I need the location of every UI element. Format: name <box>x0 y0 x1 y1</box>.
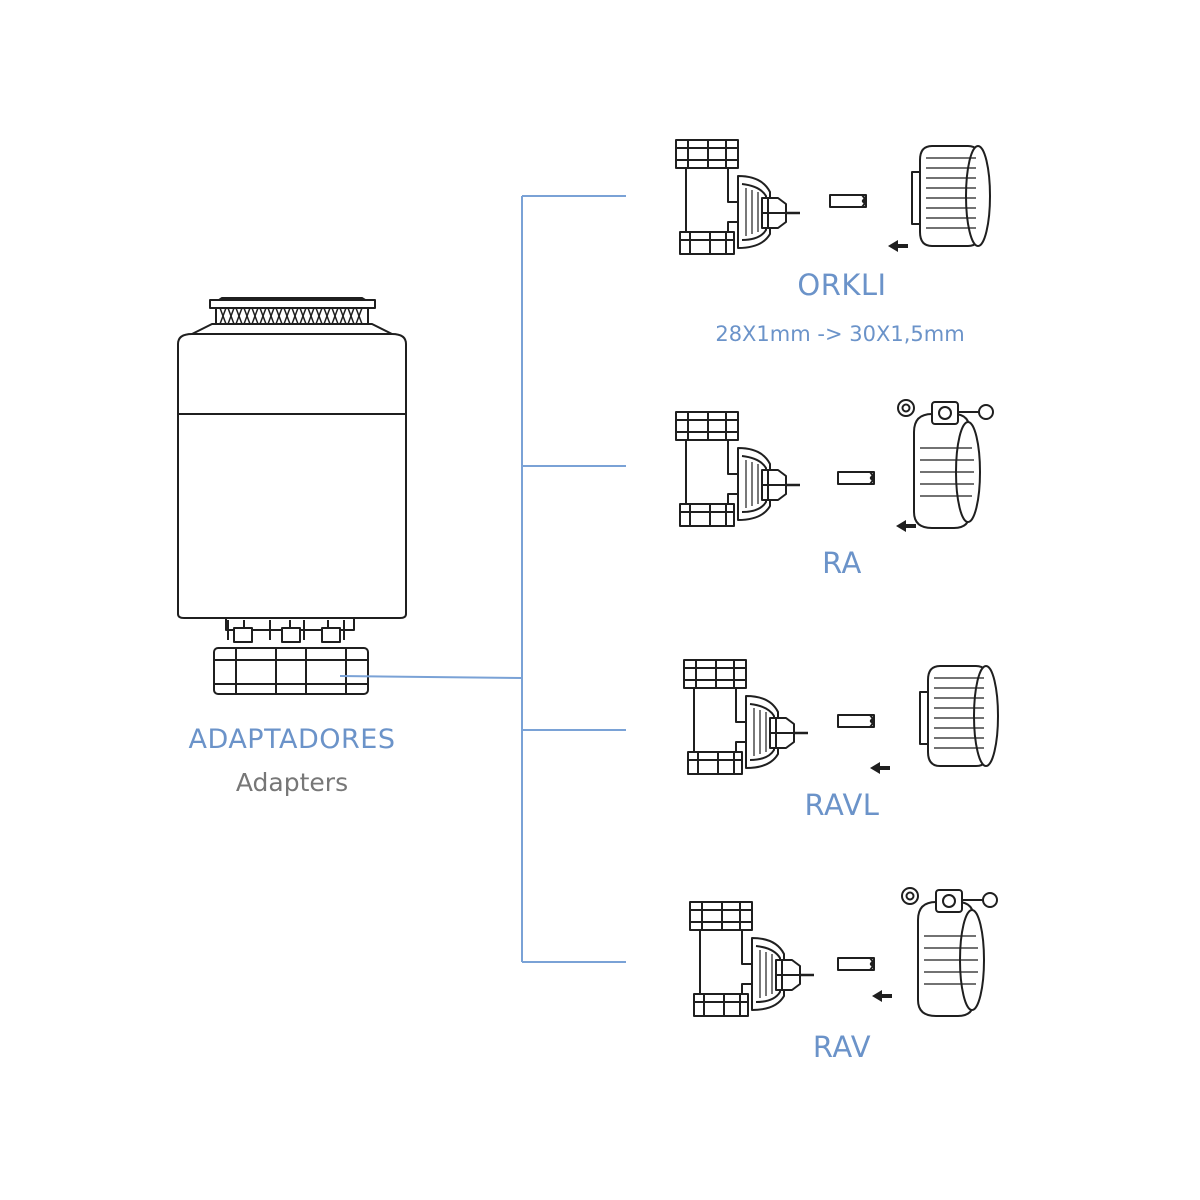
valve-group-rav <box>688 887 998 1018</box>
valve-body-icon <box>688 900 816 1018</box>
pin-icon <box>837 957 875 971</box>
thermostat-actuator-icon <box>177 297 407 695</box>
valve-group-ra <box>674 399 994 533</box>
valve-name-ra: RA <box>822 546 862 580</box>
insert-arrow-icon <box>869 761 891 775</box>
insert-arrow-icon <box>895 519 917 533</box>
adapters-label: ADAPTADORES <box>188 724 396 755</box>
adapters-sublabel: Adapters <box>235 768 349 797</box>
clamp-adapter-icon <box>897 399 994 529</box>
clamp-adapter-icon <box>901 887 998 1017</box>
valve-body-icon <box>674 410 802 528</box>
pin-icon <box>837 714 875 728</box>
valve-name-orkli: ORKLI <box>797 268 887 302</box>
valve-spec-orkli: 28X1mm -> 30X1,5mm <box>715 322 965 346</box>
valve-name-rav: RAV <box>812 1030 872 1064</box>
valve-group-orkli <box>674 138 991 256</box>
valve-group-ravl <box>682 658 999 776</box>
connector-from-thermostat <box>339 675 523 679</box>
insert-arrow-icon <box>887 239 909 253</box>
valve-name-ravl: RAVL <box>804 788 880 822</box>
threaded-ring-adapter-icon <box>919 665 999 767</box>
pin-icon <box>829 194 867 208</box>
threaded-ring-adapter-icon <box>911 145 991 247</box>
valve-body-icon <box>674 138 802 256</box>
insert-arrow-icon <box>871 989 893 1003</box>
pin-icon <box>837 471 875 485</box>
valve-body-icon <box>682 658 810 776</box>
connector-lines <box>339 195 626 963</box>
